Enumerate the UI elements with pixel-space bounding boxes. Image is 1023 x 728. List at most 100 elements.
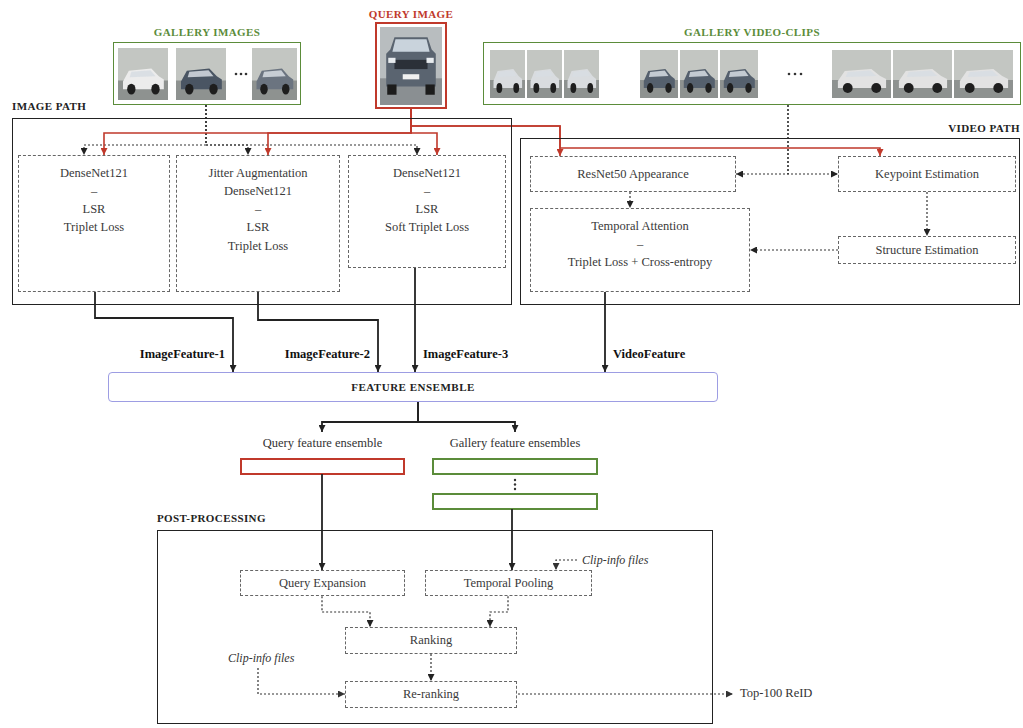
heading-holder: Gallery feature ensembles [372, 436, 658, 451]
model-box: DenseNet121–LSRSoft Triplet Loss [348, 155, 506, 268]
connector-arrow [629, 192, 630, 208]
ellipsis-dot [235, 73, 238, 76]
connector-group [84, 105, 927, 681]
box-label: DenseNet121 [60, 164, 128, 182]
box-label: LSR [416, 200, 439, 218]
box-label: LSR [247, 218, 270, 236]
video-frame [564, 50, 599, 98]
ellipsis-dot [788, 73, 791, 76]
box-label: Ranking [410, 631, 452, 649]
box-label: Temporal Pooling [464, 574, 554, 592]
connector-arrow [411, 109, 880, 156]
section-heading: IMAGE PATH [12, 100, 512, 113]
connector-arrow [604, 292, 606, 372]
box-label: DenseNet121 [224, 182, 292, 200]
gallery-feature-bar [433, 459, 597, 474]
box-label: Query Expansion [279, 574, 366, 592]
model-box: Temporal Attention–Triplet Loss + Cross-… [530, 208, 750, 292]
process-box: Query Expansion [240, 570, 405, 596]
caption-text: Gallery feature ensembles [372, 436, 658, 451]
ellipsis-dot [514, 479, 516, 481]
ellipsis-dot [794, 73, 797, 76]
box-label: Triplet Loss [64, 218, 124, 236]
connector-arrow [736, 105, 788, 174]
feature-label: ImageFeature-2 [283, 347, 372, 362]
box-label: Soft Triplet Loss [385, 218, 469, 236]
connector-arrow [418, 402, 515, 432]
ellipsis-dot [245, 73, 248, 76]
process-box: Keypoint Estimation [838, 156, 1016, 192]
vehicle-thumbnail [176, 48, 226, 100]
heading-holder: GALLERY VIDEO-CLIPS [423, 26, 1023, 39]
box-label: Jitter Augmentation [209, 164, 308, 182]
connector-arrow [430, 654, 431, 681]
vehicle-thumbnail [118, 48, 168, 100]
box-label: Triplet Loss + Cross-entropy [568, 253, 712, 271]
panel-border [375, 22, 447, 109]
connector-arrow [268, 109, 411, 155]
connector-arrow [926, 192, 927, 236]
feature-bar-group: Gallery feature ensembles [432, 432, 598, 509]
process-box: Re-ranking [345, 681, 517, 708]
video-frame [527, 50, 562, 98]
section-heading: POST-PROCESSING [157, 512, 713, 525]
box-label: Re-ranking [403, 685, 459, 703]
panel-border [12, 118, 512, 305]
video-frame [832, 50, 891, 98]
ensemble-box: FEATURE ENSEMBLE [108, 372, 718, 402]
panel-border [157, 530, 713, 724]
ellipsis-dot [514, 488, 516, 490]
input-file-note: Clip-info files [580, 553, 650, 568]
connector-arrow [321, 474, 323, 570]
panel-border [113, 42, 301, 105]
connector-arrow [206, 105, 417, 155]
caption-text: Query feature ensemble [180, 436, 465, 451]
ellipsis-dot [514, 483, 516, 485]
box-label: Structure Estimation [875, 241, 978, 259]
section-heading: FEATURE ENSEMBLE [351, 381, 475, 393]
connector-arrow [258, 292, 378, 372]
query-vehicle-image [380, 27, 442, 105]
connector-arrow [95, 292, 233, 372]
connector-arrow [104, 109, 411, 155]
process-box: ResNet50 Appearance [530, 156, 736, 192]
heading-holder: VIDEO PATH [520, 122, 1020, 135]
box-label: – [637, 235, 643, 253]
box-label: Temporal Attention [591, 217, 688, 235]
gallery-feature-bar [433, 494, 597, 509]
box-label: – [91, 182, 97, 200]
model-box: Jitter AugmentationDenseNet121–LSRTriple… [176, 155, 340, 292]
connector-arrow [84, 105, 206, 155]
feature-label: ImageFeature-1 [138, 347, 227, 362]
box-label: LSR [83, 200, 106, 218]
connector-arrow [206, 105, 248, 155]
box-label: DenseNet121 [393, 164, 461, 182]
process-box: Ranking [345, 627, 517, 654]
leader-line [258, 668, 345, 694]
box-label: – [424, 182, 430, 200]
connector-arrow [322, 402, 418, 432]
connector-arrow [511, 509, 513, 570]
connector-arrow [490, 596, 508, 627]
heading-holder: POST-PROCESSING [157, 512, 713, 525]
vehicle-thumbnail [252, 48, 297, 100]
video-frame [680, 50, 718, 98]
post-processing-group: POST-PROCESSING Query Expansion Temporal P… [157, 512, 713, 724]
image-path-group: IMAGE PATHDenseNet121–LSRTriplet LossJit… [12, 100, 512, 305]
query-feature-bar [241, 459, 404, 474]
video-frame [893, 50, 952, 98]
video-frame [954, 50, 1013, 98]
video-frame [640, 50, 678, 98]
ellipsis-dot [240, 73, 243, 76]
process-box: Temporal Pooling [425, 570, 592, 596]
section-heading: GALLERY VIDEO-CLIPS [423, 26, 1023, 39]
feature-bar-group: Query feature ensemble [240, 432, 405, 474]
connector-arrow [322, 596, 370, 627]
connector-arrow [411, 109, 560, 156]
input-file-note: Clip-info files [226, 651, 296, 666]
leader-line [556, 560, 577, 570]
heading-holder: IMAGE PATH [12, 100, 512, 113]
